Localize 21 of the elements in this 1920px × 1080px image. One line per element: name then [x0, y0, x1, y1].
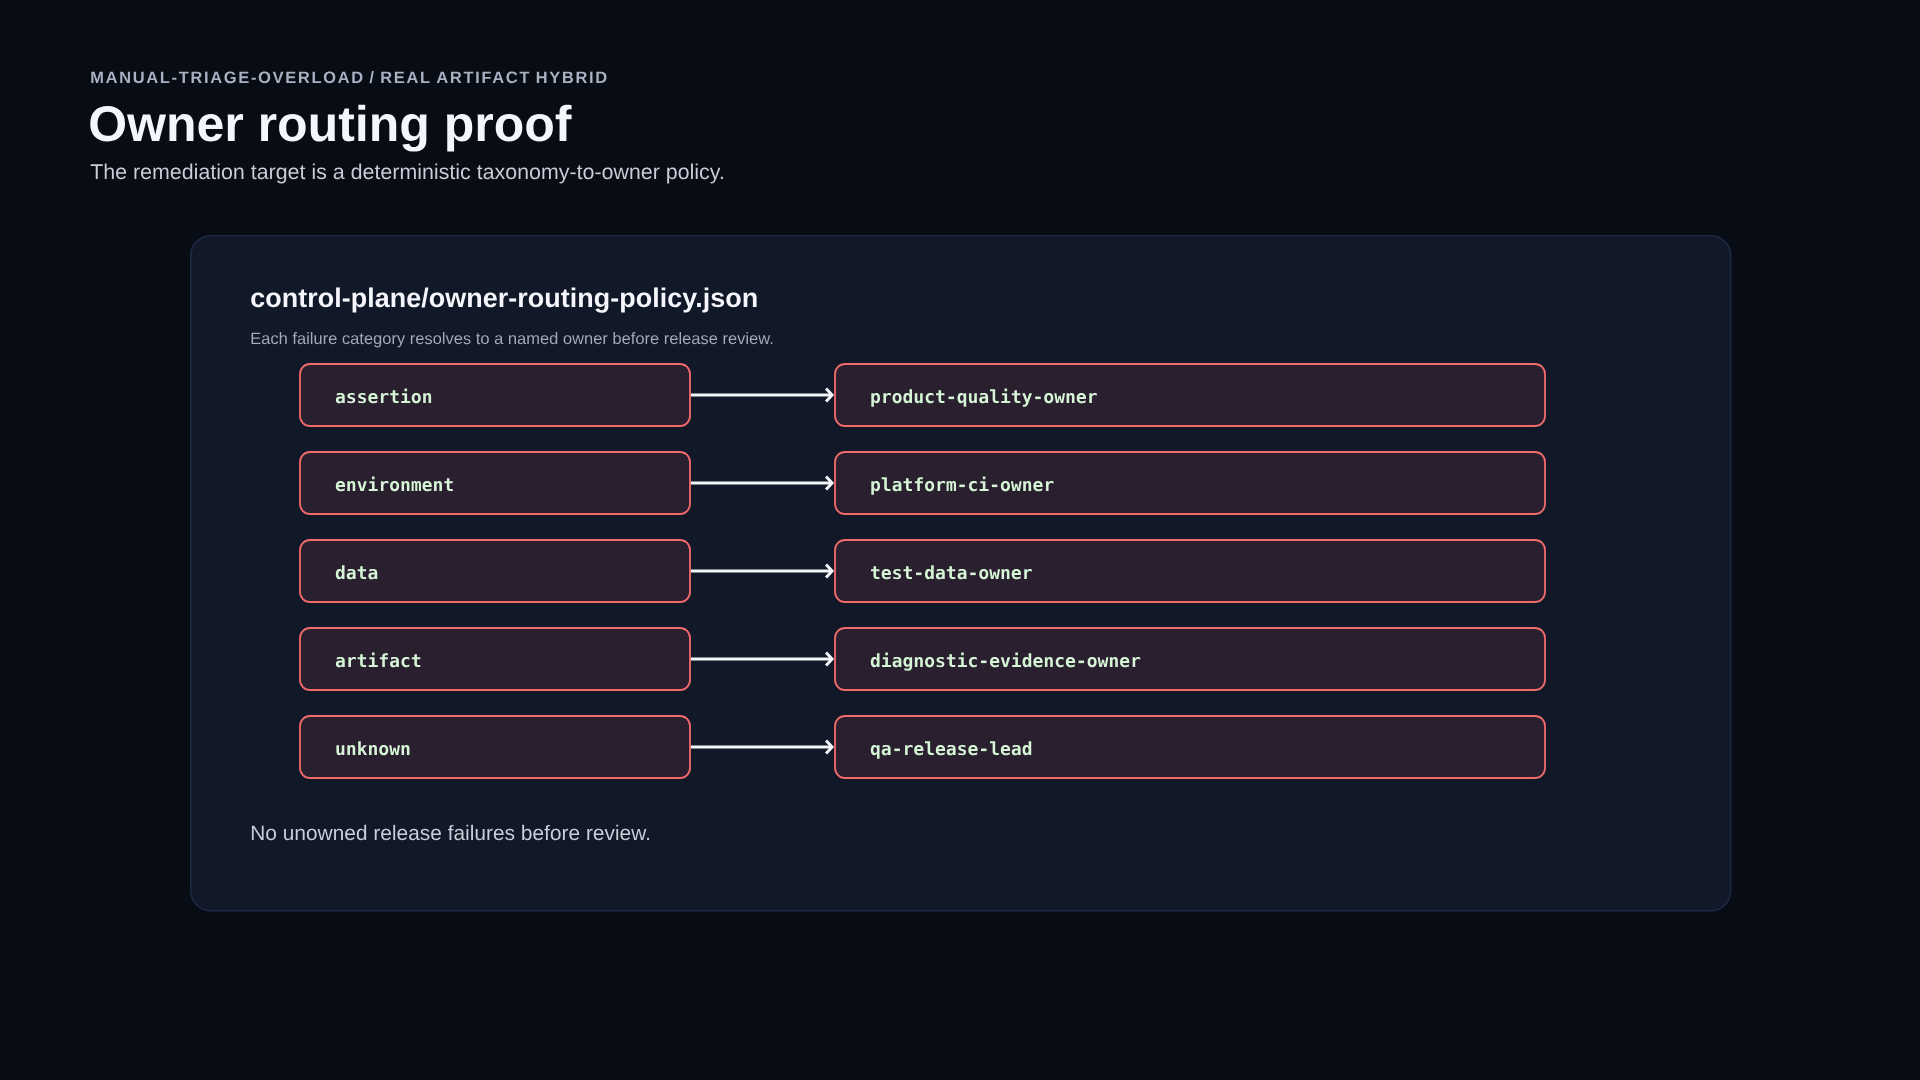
panel-description: Each failure category resolves to a named owner before release review. [251, 332, 773, 348]
owner-box: product-quality-owner [834, 363, 1546, 427]
owner-box: diagnostic-evidence-owner [834, 627, 1546, 691]
category-box: environment [299, 451, 691, 515]
arrow [690, 387, 835, 403]
owner-box: platform-ci-owner [834, 451, 1546, 515]
category-box: assertion [299, 363, 691, 427]
slide-subtitle: The remediation target is a deterministic taxonomy-to-owner policy. [90, 163, 723, 184]
category-box: unknown [299, 715, 691, 779]
panel-note: No unowned release failures before review. [251, 824, 650, 841]
slide-title: Owner routing proof [90, 104, 572, 152]
category-box: data [299, 539, 691, 603]
arrow [690, 475, 835, 491]
category-box: artifact [299, 627, 691, 691]
owner-box: test-data-owner [834, 539, 1546, 603]
overline-label: MANUAL-TRIAGE-OVERLOAD / REAL ARTIFACT HYBRID [91, 71, 607, 84]
arrow [690, 739, 835, 755]
arrow [690, 563, 835, 579]
panel-heading: control-plane/owner-routing-policy.json [251, 287, 757, 313]
arrow [690, 651, 835, 667]
owner-box: qa-release-lead [834, 715, 1546, 779]
